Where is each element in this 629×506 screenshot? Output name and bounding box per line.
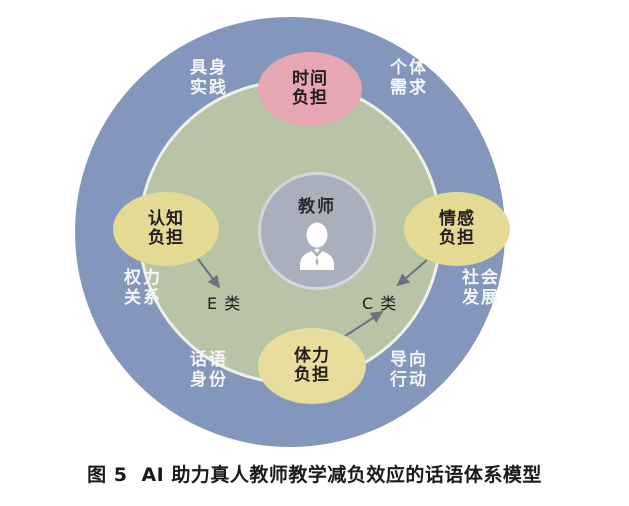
node-physical-burden[interactable]: 体力 负担 xyxy=(258,328,366,404)
ring-label-line2: 实践 xyxy=(190,78,228,99)
node-line1: 体力 xyxy=(294,345,330,366)
ring-label-power-relations: 权力 关系 xyxy=(106,268,180,308)
ring-label-line1: 权力 xyxy=(124,268,162,288)
ring-label-discourse-identity: 话语 身份 xyxy=(172,350,246,390)
ring-label-social-development: 社会 发展 xyxy=(444,268,518,308)
figure-caption-number: 图 5 xyxy=(87,464,128,486)
node-line1: 情感 xyxy=(439,208,475,229)
person-avatar-icon xyxy=(296,222,338,270)
node-line2: 负担 xyxy=(292,88,328,108)
node-line1: 认知 xyxy=(148,208,184,229)
ring-label-line2: 发展 xyxy=(462,288,500,309)
class-label-e: E 类 xyxy=(207,294,242,313)
ring-label-line1: 导向 xyxy=(390,350,428,370)
ring-label-individual-needs: 个体 需求 xyxy=(372,58,446,98)
ring-label-line1: 话语 xyxy=(190,350,228,370)
node-cognitive-burden[interactable]: 认知 负担 xyxy=(113,192,219,266)
ring-label-line2: 关系 xyxy=(124,288,162,309)
ring-label-line2: 需求 xyxy=(390,78,428,99)
ring-label-line2: 身份 xyxy=(190,370,228,391)
teacher-label: 教师 xyxy=(298,197,336,217)
ring-label-line1: 具身 xyxy=(190,58,228,78)
figure-caption-title: AI 助力真人教师教学减负效应的话语体系模型 xyxy=(141,464,542,486)
figure-caption: 图 5 AI 助力真人教师教学减负效应的话语体系模型 xyxy=(0,460,629,487)
ring-label-embodied-practice: 具身 实践 xyxy=(172,58,246,98)
ring-label-line1: 社会 xyxy=(462,268,500,288)
class-label-c: C 类 xyxy=(362,294,398,313)
ring-label-guided-action: 导向 行动 xyxy=(372,350,446,390)
ring-label-line1: 个体 xyxy=(390,58,428,78)
node-line2: 负担 xyxy=(294,365,330,385)
node-line1: 时间 xyxy=(292,68,328,89)
ring-label-line2: 行动 xyxy=(390,370,428,391)
node-line2: 负担 xyxy=(439,228,475,248)
node-emotional-burden[interactable]: 情感 负担 xyxy=(404,192,510,266)
node-line2: 负担 xyxy=(148,228,184,248)
node-time-burden[interactable]: 时间 负担 xyxy=(258,52,362,126)
